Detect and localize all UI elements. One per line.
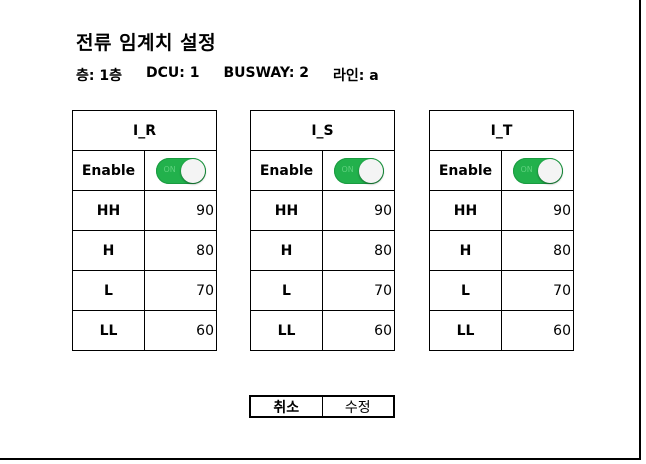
enable-toggle-cell: ON [502, 151, 573, 191]
h-value[interactable]: 80 [502, 231, 573, 271]
ll-value[interactable]: 60 [553, 323, 571, 339]
enable-toggle[interactable]: ON [512, 157, 563, 184]
action-buttons: 취소 수정 [249, 395, 395, 418]
l-label: L [251, 271, 323, 311]
hh-value[interactable]: 90 [502, 191, 573, 231]
h-value[interactable]: 80 [145, 231, 216, 271]
busway-info: BUSWAY: 2 [223, 65, 310, 81]
toggle-knob [537, 158, 562, 183]
h-value[interactable]: 80 [323, 231, 394, 271]
panel-title: I_S [251, 111, 394, 151]
cancel-button[interactable]: 취소 [251, 397, 323, 416]
enable-label: Enable [251, 151, 323, 191]
threshold-panel-i-r: I_R Enable ON HH 90 H 80 L 70 LL 60 [72, 110, 217, 351]
toggle-on-text: ON [341, 164, 354, 174]
l-value[interactable]: 70 [502, 271, 573, 311]
toggle-on-text: ON [520, 164, 533, 174]
hh-label: HH [251, 191, 323, 231]
floor-info: 층: 1층 [76, 68, 122, 84]
enable-toggle-cell: ON [145, 151, 216, 191]
enable-toggle-cell: ON [323, 151, 394, 191]
ll-value[interactable]: 60 [196, 323, 214, 339]
enable-label: Enable [430, 151, 502, 191]
panel-title: I_T [430, 111, 573, 151]
page-title: 전류 임계치 설정 [76, 32, 217, 54]
modify-button[interactable]: 수정 [322, 397, 393, 416]
enable-toggle[interactable]: ON [155, 157, 206, 184]
hh-value[interactable]: 90 [323, 191, 394, 231]
enable-toggle[interactable]: ON [333, 157, 384, 184]
threshold-panel-i-s: I_S Enable ON HH 90 H 80 L 70 LL 60 [250, 110, 395, 351]
threshold-panel-i-t: I_T Enable ON HH 90 H 80 L 70 LL 60 [429, 110, 574, 351]
ll-label: LL [430, 311, 502, 351]
hh-value[interactable]: 90 [145, 191, 216, 231]
toggle-on-text: ON [163, 164, 176, 174]
line-info: 라인: a [333, 68, 379, 84]
h-label: H [251, 231, 323, 271]
dcu-info: DCU: 1 [145, 65, 200, 81]
location-info: 층: 1층 DCU: 1 BUSWAY: 2 라인: a [76, 65, 379, 85]
enable-label: Enable [73, 151, 145, 191]
h-label: H [73, 231, 145, 271]
hh-label: HH [73, 191, 145, 231]
h-label: H [430, 231, 502, 271]
l-label: L [73, 271, 145, 311]
ll-label: LL [73, 311, 145, 351]
toggle-knob [180, 158, 205, 183]
l-label: L [430, 271, 502, 311]
ll-label: LL [251, 311, 323, 351]
panel-title: I_R [73, 111, 216, 151]
toggle-knob [358, 158, 383, 183]
hh-label: HH [430, 191, 502, 231]
l-value[interactable]: 70 [323, 271, 394, 311]
ll-value[interactable]: 60 [374, 323, 392, 339]
l-value[interactable]: 70 [145, 271, 216, 311]
